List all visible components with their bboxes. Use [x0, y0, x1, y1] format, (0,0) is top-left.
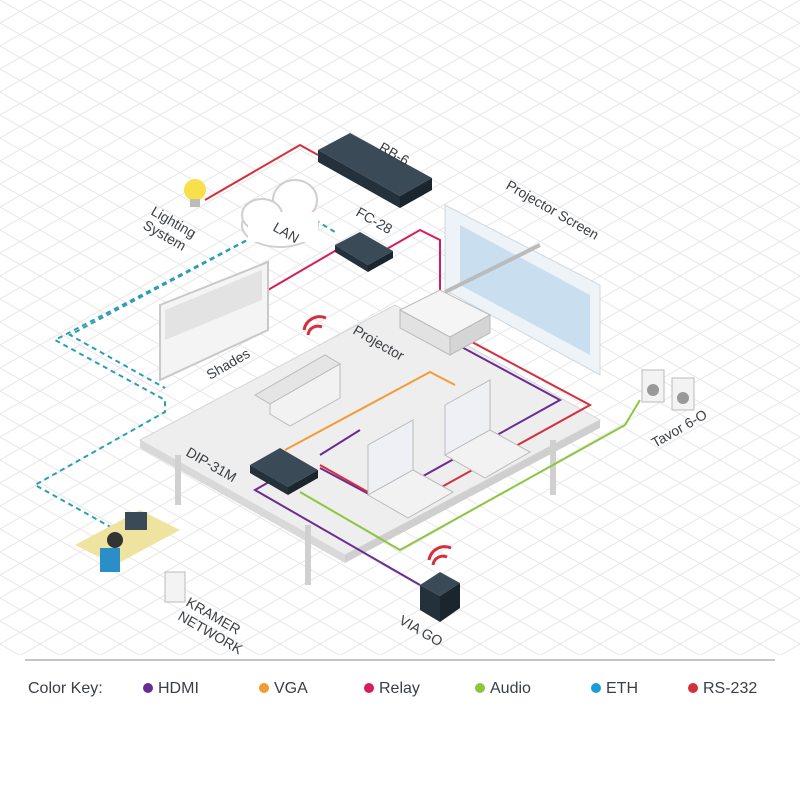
- via-go-device: [420, 572, 460, 622]
- legend-item: RS-232: [688, 680, 757, 697]
- legend-title: Color Key:: [28, 680, 103, 697]
- legend-item: Audio: [475, 680, 531, 697]
- legend-dot: [259, 683, 269, 693]
- legend-dot: [591, 683, 601, 693]
- table: [138, 304, 602, 585]
- legend-label: VGA: [274, 680, 308, 697]
- relay-line: [267, 247, 341, 291]
- laptop-vga: [366, 419, 455, 519]
- legend-item: Relay: [364, 680, 420, 697]
- legend-dot: [364, 683, 374, 693]
- projector-screen: [444, 204, 601, 376]
- legend-dot: [688, 683, 698, 693]
- color-key-legend: Color Key: HDMI VGA Relay Audio ETH RS-232: [28, 680, 757, 697]
- projector-device: [398, 243, 541, 356]
- legend-items: HDMI VGA Relay Audio ETH RS-232: [143, 680, 757, 697]
- kramer-network-workstation: [75, 510, 186, 603]
- shades-window: [159, 260, 269, 382]
- audio-line: [299, 399, 641, 552]
- legend-label: Relay: [379, 680, 420, 697]
- dip31m-device: [250, 448, 318, 495]
- laptop-wireless: [254, 354, 341, 427]
- legend-item: ETH: [591, 680, 638, 697]
- legend-label: HDMI: [158, 680, 199, 697]
- rs232-line: [204, 143, 319, 201]
- legend-dot: [475, 683, 485, 693]
- rb6-device: [318, 133, 432, 208]
- vga-line: [284, 370, 456, 451]
- laptop-hdmi: [443, 379, 532, 479]
- speakers: [641, 369, 695, 411]
- legend-label: ETH: [606, 680, 638, 697]
- lan-cloud-icon: [241, 179, 319, 248]
- lightbulb-icon: [184, 179, 206, 207]
- legend-dot: [143, 683, 153, 693]
- legend-item: HDMI: [143, 680, 199, 697]
- legend-label: Audio: [490, 680, 531, 697]
- fc28-device: [335, 232, 393, 272]
- wifi-icon: [302, 315, 327, 336]
- wifi-icon: [427, 545, 452, 566]
- relay-line-projector: [384, 228, 441, 300]
- legend-label: RS-232: [703, 680, 757, 697]
- legend-item: VGA: [259, 680, 308, 697]
